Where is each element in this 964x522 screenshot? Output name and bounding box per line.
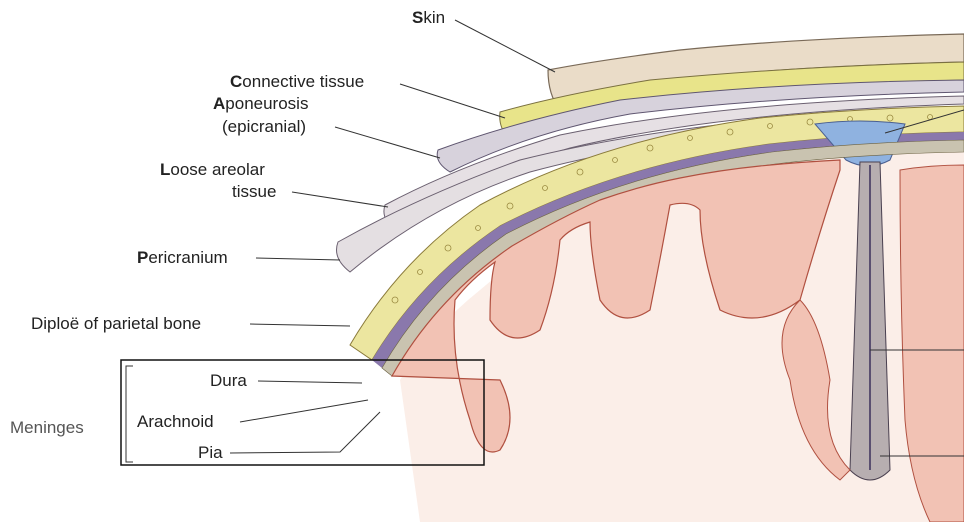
meninges-bracket	[126, 366, 133, 462]
label-tissue: tissue	[232, 182, 276, 202]
label-loose-areolar: Loose areolar	[160, 160, 265, 180]
label-pia: Pia	[198, 443, 223, 463]
label-aponeurosis: Aponeurosis	[213, 94, 308, 114]
label-diploe: Diploë of parietal bone	[31, 314, 201, 334]
label-epicranial: (epicranial)	[222, 117, 306, 137]
label-skin: Skin	[412, 8, 445, 28]
label-connective-tissue: Connective tissue	[230, 72, 364, 92]
label-meninges: Meninges	[10, 418, 84, 438]
label-dura: Dura	[210, 371, 247, 391]
label-arachnoid: Arachnoid	[137, 412, 214, 432]
label-pericranium: Pericranium	[137, 248, 228, 268]
